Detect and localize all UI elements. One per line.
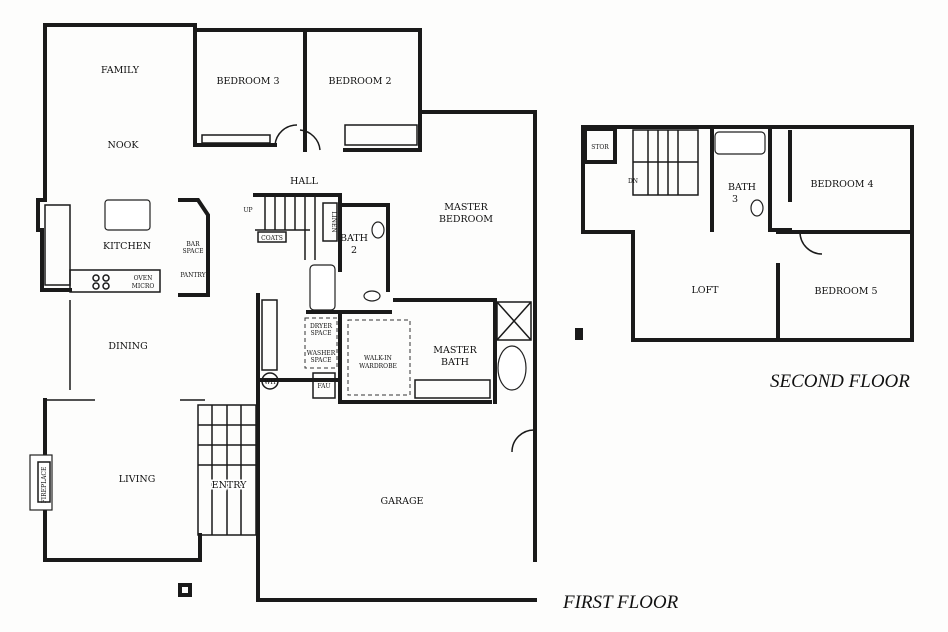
door-swing (299, 129, 321, 151)
closet (344, 124, 418, 146)
dryer-label-2: SPACE (311, 330, 332, 337)
coats-label: COATS (261, 235, 283, 242)
wall-bath2 (338, 203, 390, 292)
room-family: FAMILY (101, 65, 140, 76)
fireplace-hearth (37, 461, 51, 503)
cooktop-burner (102, 274, 110, 282)
bathtub-2 (714, 131, 766, 155)
second-stairs (632, 129, 699, 196)
toilet (363, 290, 381, 302)
linen-label: LINEN (330, 211, 337, 232)
wall-master (343, 110, 537, 562)
washer-dryer-space (304, 317, 338, 369)
room-bath-3: BATH (728, 182, 756, 193)
bar-space-label-2: SPACE (183, 248, 204, 255)
kitchen-counter-bottom (69, 269, 161, 293)
wall-bedroom3 (193, 28, 277, 147)
walkin-label: WALK-IN (364, 355, 392, 362)
room-bedroom-2: BEDROOM 2 (328, 76, 391, 87)
room-entry: ENTRY (212, 480, 247, 491)
storage (583, 127, 617, 164)
shower (496, 301, 532, 341)
room-bath-2-num: 2 (351, 245, 357, 256)
post-2 (575, 328, 583, 340)
room-master-bath-2: BATH (441, 357, 469, 368)
room-garage: GARAGE (381, 496, 424, 507)
shower-x (496, 301, 532, 341)
room-loft: LOFT (691, 285, 719, 296)
micro-label: MICRO (132, 283, 155, 290)
up-label: UP (243, 207, 252, 214)
first-floor: FIREPLACE COATS UP LINEN (29, 23, 679, 613)
vanity (414, 379, 491, 399)
room-bedroom-5: BEDROOM 5 (814, 286, 877, 297)
closet (201, 134, 271, 144)
room-master-bedroom-2: BEDROOM (439, 214, 493, 225)
washer-label: WASHER (307, 350, 336, 357)
first-floor-title: FIRST FLOOR (562, 592, 679, 613)
room-kitchen: KITCHEN (103, 241, 151, 252)
room-bedroom-4: BEDROOM 4 (810, 179, 873, 190)
laundry-counter (261, 299, 278, 371)
walkin-label-2: WARDROBE (359, 363, 397, 370)
sink (371, 221, 385, 239)
bathtub (309, 264, 336, 311)
cooktop-burner (102, 282, 110, 290)
bar-space-label: BAR (186, 241, 200, 248)
room-master-bath: MASTER (433, 345, 477, 356)
wh-label: WH (264, 379, 275, 386)
fireplace-label: FIREPLACE (41, 467, 48, 504)
wall-garage (256, 293, 537, 602)
wall-bath3-right (768, 128, 792, 232)
room-dining: DINING (108, 341, 147, 352)
post (178, 583, 192, 597)
door-swing (799, 231, 823, 255)
room-living: LIVING (119, 474, 156, 485)
water-heater (261, 372, 279, 390)
dn-label: DN (628, 178, 638, 185)
fireplace (29, 454, 53, 511)
entry-tile (197, 404, 257, 536)
cooktop-burner (92, 282, 100, 290)
kitchen-counter (44, 204, 71, 286)
wall-top (43, 23, 422, 152)
room-nook: NOOK (108, 140, 140, 151)
stairs (255, 197, 316, 260)
linen-closet (322, 202, 338, 242)
second-floor-title: SECOND FLOOR (770, 371, 910, 392)
wall-master-bath-top (393, 298, 497, 404)
second-floor: STOR DN BATH 3 BEDROOM 4 LOFT BEDROOM 5 … (575, 125, 914, 392)
room-hall: HALL (290, 176, 318, 187)
room-bedroom-3: BEDROOM 3 (216, 76, 279, 87)
fau (312, 372, 336, 399)
stor-label: STOR (591, 144, 609, 151)
door-swing (274, 124, 298, 146)
wall-kitchen-left (36, 198, 72, 292)
oven-label: OVEN (134, 275, 153, 282)
door-swing (511, 429, 536, 453)
sink-2 (750, 199, 764, 217)
room-bath-3-num: 3 (732, 194, 738, 205)
wall-master-bath (338, 310, 492, 404)
fau-label: FAU (317, 383, 330, 390)
walk-in-wardrobe (347, 319, 411, 396)
wall-stairs (253, 193, 342, 272)
coats-closet (257, 231, 287, 243)
room-master-bedroom: MASTER (444, 202, 488, 213)
washer-label-2: SPACE (311, 357, 332, 364)
dryer-label: DRYER (310, 323, 332, 330)
cooktop-burner (92, 274, 100, 282)
master-tub (497, 345, 527, 391)
room-bath-2: BATH (340, 233, 368, 244)
pantry-label: PANTRY (180, 272, 206, 279)
kitchen-island (104, 199, 151, 231)
wall-pantry (178, 198, 210, 297)
